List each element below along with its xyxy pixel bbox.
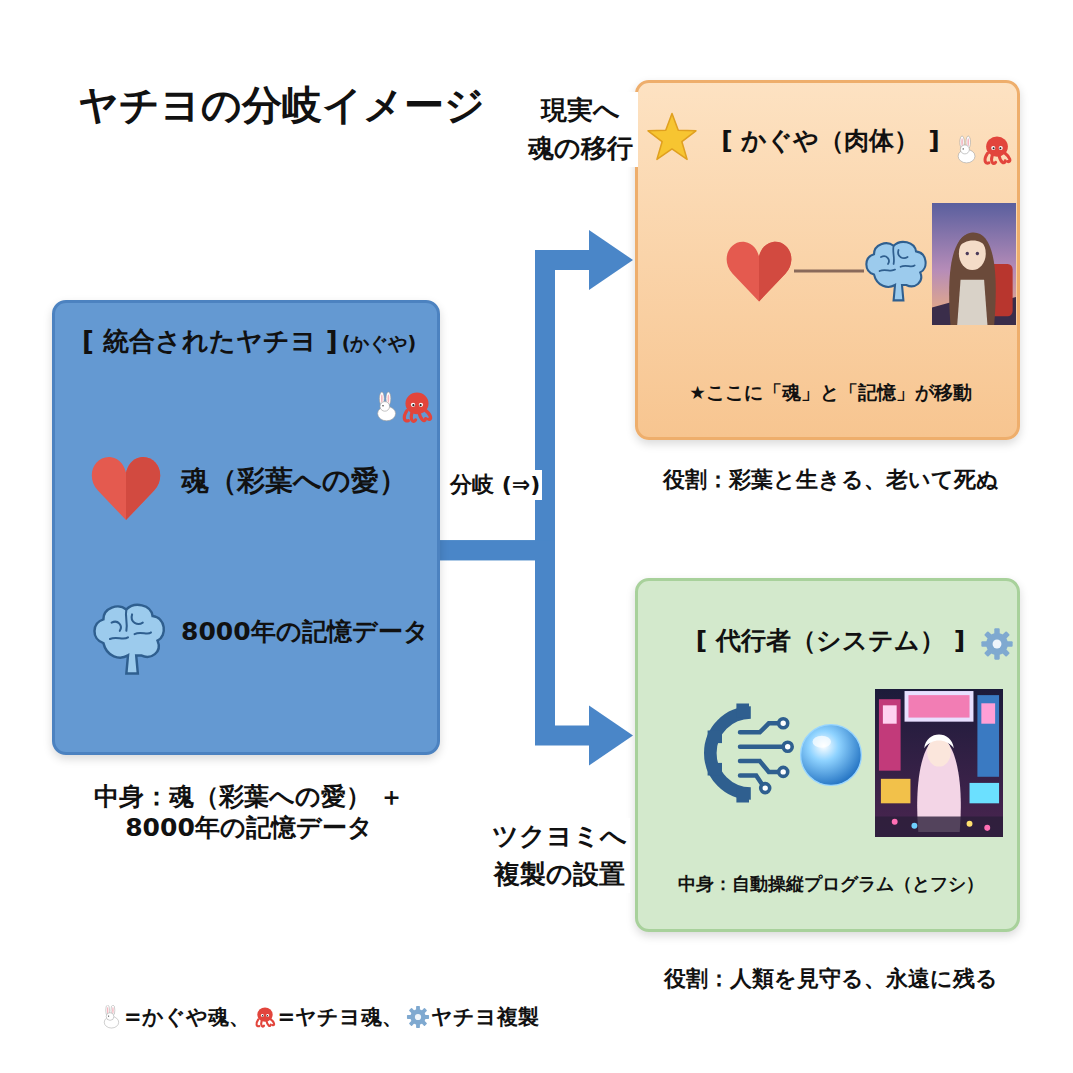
rabbit-icon <box>378 392 396 421</box>
city-icon <box>875 689 1003 837</box>
circuit-icon <box>708 704 793 803</box>
box-text: (かぐや) <box>342 332 416 356</box>
box-text: 中身：自動操縦プログラム（とフシ） <box>638 873 1023 896</box>
legend-item: ヤチヨ複製 <box>405 1003 539 1031</box>
star-icon <box>648 114 696 160</box>
legend-symbol <box>98 1003 124 1031</box>
box-text: 魂（彩葉への愛） <box>181 463 407 498</box>
legend-icon <box>256 1007 274 1026</box>
branch-arrow <box>440 230 633 550</box>
orb-icon <box>801 725 862 786</box>
heart-icon <box>727 242 792 302</box>
box-text: 役割：彩葉と生きる、老いて死ぬ <box>638 467 1023 494</box>
box-heading: [ 統合されたヤチヨ ] <box>82 325 338 358</box>
legend: =かぐや魂、 =ヤチヨ魂、ヤチヨ複製 <box>98 1003 541 1031</box>
octopus-icon <box>985 136 1010 163</box>
arrow-head <box>589 706 633 766</box>
link-line <box>794 270 864 273</box>
diagram-title: ヤチヨの分岐イメージ <box>78 78 485 133</box>
legend-text: =ヤチヨ魂、 <box>278 1003 404 1031</box>
box-heading: [ 代行者（システム） ] <box>638 625 1023 656</box>
source-box: [ 統合されたヤチヨ ](かぐや)魂（彩葉への愛）8000年の記憶データ中身：魂… <box>52 300 440 755</box>
octopus-icon <box>404 393 430 422</box>
box-heading: [ かぐや（肉体） ] <box>638 125 1023 156</box>
brain-icon <box>94 605 163 674</box>
heading-row: [ 統合されたヤチヨ ](かぐや) <box>63 325 435 358</box>
legend-symbol <box>405 1003 431 1031</box>
connector-line <box>440 550 591 735</box>
rabbit-icon <box>958 136 975 163</box>
legend-icon <box>104 1005 118 1028</box>
legend-text: =かぐや魂、 <box>124 1003 250 1031</box>
legend-symbol <box>252 1003 278 1031</box>
connector-line <box>440 260 591 550</box>
legend-item: =ヤチヨ魂、 <box>252 1003 404 1031</box>
girl-icon <box>932 203 1016 325</box>
heart-icon <box>92 457 160 520</box>
edge-label: 現実へ 魂の移行 <box>522 92 638 167</box>
box-text: 8000年の記憶データ <box>181 616 429 647</box>
legend-text: ヤチヨ複製 <box>431 1003 539 1031</box>
branch-box: [ かぐや（肉体） ]★ここに「魂」と「記憶」が移動役割：彩葉と生きる、老いて死… <box>635 80 1020 440</box>
gear-icon <box>981 628 1012 659</box>
legend-icon <box>407 1006 429 1028</box>
box-text: ★ここに「魂」と「記憶」が移動 <box>638 381 1023 404</box>
branch-label: 分岐 (⇒) <box>448 470 542 500</box>
illustration <box>55 303 443 758</box>
box-text: 役割：人類を見守る、永遠に残る <box>638 966 1023 993</box>
box-text: 中身：魂（彩葉への愛） ＋ 8000年の記憶データ <box>79 781 419 844</box>
brain-icon <box>866 242 925 300</box>
branch-arrow <box>440 550 633 765</box>
legend-item: =かぐや魂、 <box>98 1003 250 1031</box>
branch-box: [ 代行者（システム） ]中身：自動操縦プログラム（とフシ）役割：人類を見守る、… <box>635 578 1020 932</box>
edge-label: ツクヨミへ 複製の設置 <box>488 818 630 893</box>
arrow-head <box>589 230 633 290</box>
